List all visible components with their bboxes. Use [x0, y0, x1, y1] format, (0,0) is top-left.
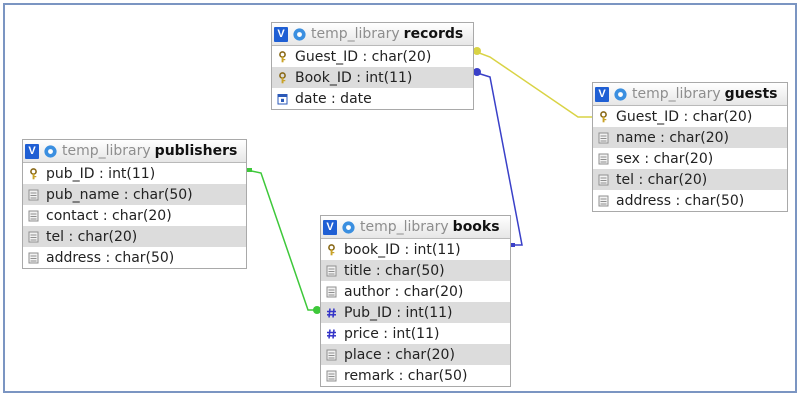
field-icon: [326, 370, 337, 382]
column-row[interactable]: pub_name : char(50): [23, 184, 246, 205]
column-row[interactable]: address : char(50): [593, 190, 787, 211]
database-name: temp_library: [311, 26, 400, 42]
field-icon: [326, 349, 337, 361]
relation-records-guests[interactable]: [473, 50, 592, 118]
column-label: pub_name : char(50): [46, 186, 193, 203]
column-row[interactable]: Pub_ID : int(11): [321, 302, 510, 323]
column-row[interactable]: Guest_ID : char(20): [593, 106, 787, 127]
toggle-v-icon[interactable]: V: [323, 219, 337, 235]
field-icon: [598, 195, 609, 207]
table-name: publishers: [154, 143, 238, 159]
column-row[interactable]: title : char(50): [321, 260, 510, 281]
database-name: temp_library: [62, 143, 151, 159]
column-label: name : char(20): [616, 129, 729, 146]
column-label: Book_ID : int(11): [295, 69, 413, 86]
table-header[interactable]: V temp_library publishers: [23, 140, 246, 163]
field-icon: [28, 210, 39, 222]
designer-canvas: V temp_library records Guest_ID : char(2…: [3, 3, 797, 393]
table-publishers[interactable]: V temp_library publishers pub_ID : int(1…: [22, 139, 247, 269]
column-label: Pub_ID : int(11): [344, 304, 453, 321]
relation-end-marker: [313, 306, 321, 314]
column-label: author : char(20): [344, 283, 464, 300]
toggle-v-icon[interactable]: V: [25, 143, 39, 159]
field-icon: [326, 265, 337, 277]
relation-end-marker: [509, 243, 515, 247]
column-row[interactable]: name : char(20): [593, 127, 787, 148]
column-label: Guest_ID : char(20): [295, 48, 432, 65]
key-icon: [598, 110, 609, 123]
column-label: place : char(20): [344, 346, 455, 363]
column-label: tel : char(20): [46, 228, 138, 245]
column-label: pub_ID : int(11): [46, 165, 156, 182]
hash-icon: [326, 328, 337, 340]
column-row[interactable]: pub_ID : int(11): [23, 163, 246, 184]
gear-icon[interactable]: [613, 87, 628, 102]
column-label: address : char(50): [616, 192, 745, 209]
column-label: tel : char(20): [616, 171, 708, 188]
column-row[interactable]: author : char(20): [321, 281, 510, 302]
column-label: title : char(50): [344, 262, 445, 279]
gear-icon[interactable]: [43, 144, 58, 159]
database-name: temp_library: [360, 219, 449, 235]
column-label: price : int(11): [344, 325, 440, 342]
column-row[interactable]: book_ID : int(11): [321, 239, 510, 260]
field-icon: [598, 153, 609, 165]
table-header[interactable]: V temp_library records: [272, 23, 473, 46]
column-row[interactable]: price : int(11): [321, 323, 510, 344]
relation-lines: [246, 47, 592, 314]
column-label: sex : char(20): [616, 150, 714, 167]
field-icon: [598, 174, 609, 186]
column-row[interactable]: place : char(20): [321, 344, 510, 365]
gear-icon[interactable]: [292, 27, 307, 42]
key-icon: [28, 167, 39, 180]
key-icon: [277, 71, 288, 84]
column-row[interactable]: tel : char(20): [593, 169, 787, 190]
column-label: remark : char(50): [344, 367, 468, 384]
column-label: contact : char(20): [46, 207, 172, 224]
toggle-v-icon[interactable]: V: [595, 86, 609, 102]
relation-publishers-books[interactable]: [246, 169, 320, 311]
relation-end-marker: [246, 168, 252, 172]
table-name: records: [403, 26, 464, 42]
relation-records-books[interactable]: [473, 71, 523, 246]
table-name: books: [452, 219, 500, 235]
relation-end-marker: [473, 68, 481, 76]
field-icon: [598, 132, 609, 144]
column-label: date : date: [295, 90, 372, 107]
column-row[interactable]: address : char(50): [23, 247, 246, 268]
field-icon: [28, 252, 39, 264]
column-row[interactable]: Guest_ID : char(20): [272, 46, 473, 67]
table-header[interactable]: V temp_library books: [321, 216, 510, 239]
table-header[interactable]: V temp_library guests: [593, 83, 787, 106]
column-row[interactable]: Book_ID : int(11): [272, 67, 473, 88]
field-icon: [326, 286, 337, 298]
table-guests[interactable]: V temp_library guests Guest_ID : char(20…: [592, 82, 788, 212]
column-row[interactable]: contact : char(20): [23, 205, 246, 226]
column-row[interactable]: remark : char(50): [321, 365, 510, 386]
column-label: book_ID : int(11): [344, 241, 461, 258]
table-records[interactable]: V temp_library records Guest_ID : char(2…: [271, 22, 474, 110]
column-row[interactable]: tel : char(20): [23, 226, 246, 247]
relation-end-marker: [473, 47, 481, 55]
key-icon: [326, 243, 337, 256]
toggle-v-icon[interactable]: V: [274, 26, 288, 42]
column-label: Guest_ID : char(20): [616, 108, 753, 125]
table-name: guests: [724, 86, 778, 102]
date-icon: [277, 93, 288, 105]
gear-icon[interactable]: [341, 220, 356, 235]
column-row[interactable]: sex : char(20): [593, 148, 787, 169]
column-row[interactable]: date : date: [272, 88, 473, 109]
field-icon: [28, 231, 39, 243]
table-books[interactable]: V temp_library books book_ID : int(11) ti…: [320, 215, 511, 387]
column-label: address : char(50): [46, 249, 175, 266]
key-icon: [277, 50, 288, 63]
database-name: temp_library: [632, 86, 721, 102]
hash-icon: [326, 307, 337, 319]
field-icon: [28, 189, 39, 201]
